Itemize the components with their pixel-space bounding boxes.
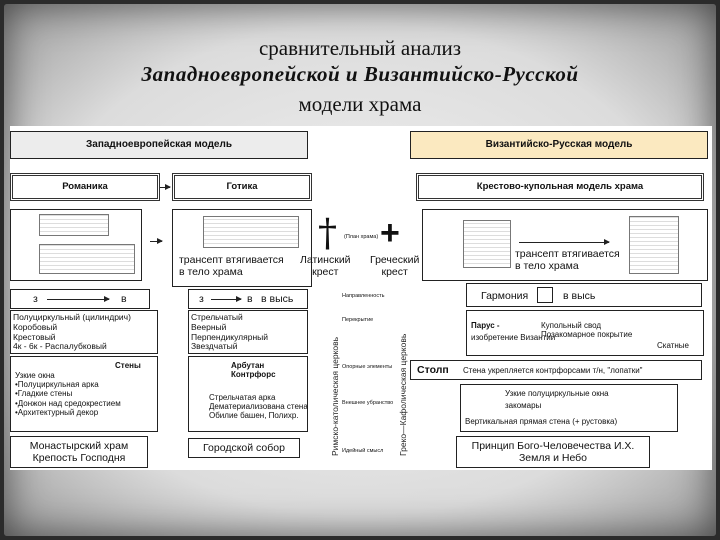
row-label-vault: Перекрытие: [342, 317, 374, 323]
gothic-plan-drawing: [203, 216, 299, 248]
west-direction-gotika: з в в высь: [188, 289, 308, 309]
byzantine-cross-plan-drawing: [463, 220, 511, 268]
walls-title: Стены: [115, 361, 141, 370]
city-cathedral-box: Городской собор: [188, 438, 300, 458]
small-plan-label: (План храма): [344, 234, 379, 240]
romanesque-vaults-box: Полуциркульный (цилиндрич) Коробовый Кре…: [10, 310, 158, 354]
diagram-panel: Западноевропейская модель Византийско-Ру…: [10, 126, 712, 470]
monastery-box: Монастырский храм Крепость Господня: [10, 436, 148, 468]
windows-label: Узкие полуциркульные окна: [505, 389, 609, 398]
east-transept-text: трансепт втягивается в тело храма: [515, 248, 620, 273]
dome-vault-text: Купольный свод Позакомарное покрытие: [541, 321, 633, 340]
catholic-church-label: Римско-католическая церковь: [330, 336, 340, 456]
west-model-header: Западноевропейская модель: [10, 131, 308, 159]
direction-arrow: [47, 296, 110, 302]
cross-dome-model-box: Крестово-купольная модель храма: [416, 173, 704, 201]
romanesque-plan-drawing: [39, 214, 109, 236]
romanesque-section-drawing: [39, 244, 135, 274]
principle-box: Принцип Бого-Человечества И.Х. Земля и Н…: [456, 436, 650, 468]
romanesque-plan-box: [10, 209, 142, 281]
harmony-square-icon: [537, 287, 553, 303]
zakomary-label: закомары: [505, 401, 542, 410]
flying-buttress-title: Арбутан Контрфорс: [231, 361, 276, 380]
west-direction-romanika: з в: [10, 289, 150, 309]
arrow-romanika-gotika: [160, 184, 171, 190]
gothic-plan-box: трансепт втягивается в тело храма: [172, 209, 312, 287]
russian-church-plan-drawing: [629, 216, 679, 274]
title-line-3: модели храма: [298, 92, 422, 116]
direction-arrow: [211, 296, 242, 302]
wall-label: Вертикальная прямая стена (+ рустовка): [465, 417, 618, 426]
direction-up-label: в высь: [261, 293, 294, 305]
pitched-roof-label: Скатные: [657, 341, 690, 350]
title-line-2: Западноевропейской и Византийско-Русской: [141, 62, 579, 86]
stolp-description: Стена укрепляется контрфорсами т/н, "лоп…: [463, 366, 643, 375]
row-label-support: Опорные элементы: [342, 364, 393, 370]
west-transept-text: трансепт втягивается в тело храма: [179, 254, 284, 279]
row-label-meaning: Идейный смысл: [342, 448, 384, 454]
gothic-features-list: Стрельчатая арка Дематериализована стена…: [209, 393, 308, 421]
direction-west-label: з: [199, 293, 204, 305]
direction-west-label: з: [33, 293, 38, 305]
gothic-support-box: Арбутан Контрфорс Стрельчатая арка Демат…: [188, 356, 308, 432]
title-line-1: сравнительный анализ: [258, 36, 461, 60]
east-model-header: Византийско-Русская модель: [410, 131, 708, 159]
harmony-label: Гармония: [481, 290, 529, 302]
latin-cross-label: Латинский крест: [300, 254, 351, 279]
arrow-plan-evolution: [150, 238, 163, 244]
direction-east-label: в: [121, 293, 127, 305]
latin-cross-icon: †: [318, 211, 337, 255]
arrow-byzantine-plan: [519, 239, 610, 245]
byzantine-plan-box: трансепт втягивается в тело храма: [422, 209, 708, 281]
east-harmony-box: Гармония в высь: [466, 283, 702, 307]
harmony-up-label: в высь: [563, 290, 596, 302]
gotika-box: Готика: [172, 173, 312, 201]
east-exterior-box: Узкие полуциркульные окна закомары Верти…: [460, 384, 678, 432]
parus-subtitle: изобретение Византии: [471, 333, 556, 342]
stolp-box: Столп Стена укрепляется контрфорсами т/н…: [410, 360, 702, 380]
greek-cross-icon: +: [380, 214, 400, 252]
stolp-label: Столп: [417, 364, 449, 376]
romanika-box: Романика: [10, 173, 160, 201]
east-vaults-box: Парус - изобретение Византии Купольный с…: [466, 310, 704, 356]
greek-cross-label: Греческий крест: [370, 254, 420, 279]
orthodox-church-label: Греко—Кафолическая церковь: [398, 333, 408, 456]
walls-list: Узкие окна •Полуциркульная арка •Гладкие…: [15, 371, 121, 417]
row-label-exterior: Внешнее убранство: [342, 400, 394, 406]
romanesque-walls-box: Стены Узкие окна •Полуциркульная арка •Г…: [10, 356, 158, 432]
row-label-direction: Направленность: [342, 293, 385, 299]
direction-east-label: в: [247, 293, 253, 305]
gothic-vaults-box: Стрельчатый Веерный Перпендикулярный Зве…: [188, 310, 308, 354]
parus-title: Парус -: [471, 321, 500, 330]
